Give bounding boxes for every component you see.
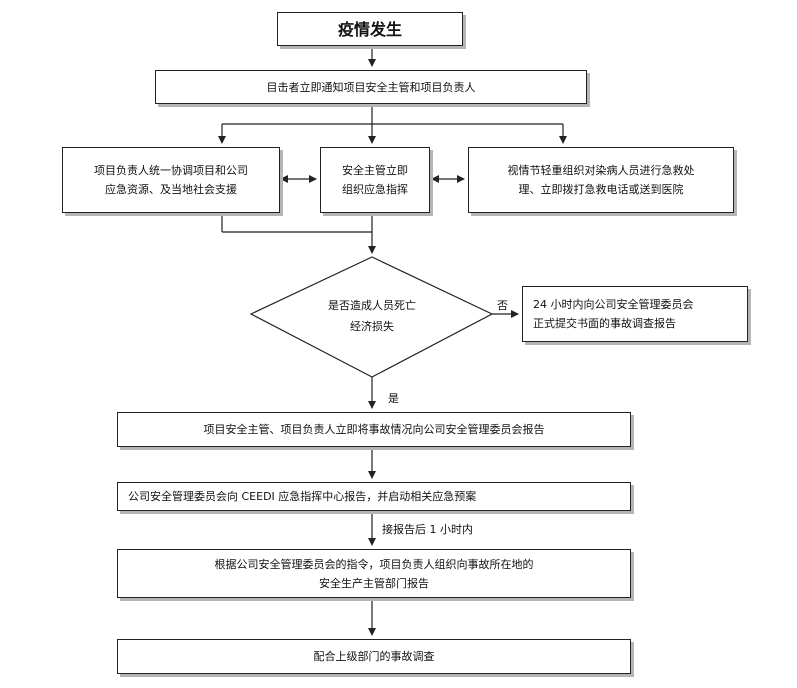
rescue-label: 视情节轻重组织对染病人员进行急救处 理、立即拨打急救电话或送到医院 <box>507 164 695 196</box>
time-label: 接报告后 1 小时内 <box>382 523 473 536</box>
cooperate-box: 配合上级部门的事故调查 <box>117 639 631 674</box>
no-branch-box: 24 小时内向公司安全管理委员会 正式提交书面的事故调查报告 <box>522 286 748 342</box>
decision-label: 是否造成人员死亡 经济损失 <box>328 299 416 333</box>
command-label: 安全主管立即 组织应急指挥 <box>342 164 408 196</box>
no-label: 否 <box>497 299 508 312</box>
report-local-label: 根据公司安全管理委员会的指令，项目负责人组织向事故所在地的 安全生产主管部门报告 <box>214 557 534 590</box>
report-ceedi-box: 公司安全管理委员会向 CEEDI 应急指挥中心报告，并启动相关应急预案 <box>117 482 631 511</box>
report-committee-label: 项目安全主管、项目负责人立即将事故情况向公司安全管理委员会报告 <box>203 423 545 436</box>
report-ceedi-label: 公司安全管理委员会向 CEEDI 应急指挥中心报告，并启动相关应急预案 <box>128 490 477 503</box>
command-box: 安全主管立即 组织应急指挥 <box>320 147 430 213</box>
cooperate-label: 配合上级部门的事故调查 <box>313 650 435 663</box>
start-label: 疫情发生 <box>337 19 402 39</box>
yes-label: 是 <box>388 392 399 405</box>
coordinate-label: 项目负责人统一协调项目和公司 应急资源、及当地社会支援 <box>94 164 248 196</box>
notify-box: 目击者立即通知项目安全主管和项目负责人 <box>155 70 587 104</box>
start-box: 疫情发生 <box>277 12 463 46</box>
coordinate-box: 项目负责人统一协调项目和公司 应急资源、及当地社会支援 <box>62 147 280 213</box>
report-local-box: 根据公司安全管理委员会的指令，项目负责人组织向事故所在地的 安全生产主管部门报告 <box>117 549 631 598</box>
no-branch-label: 24 小时内向公司安全管理委员会 正式提交书面的事故调查报告 <box>533 298 694 330</box>
rescue-box: 视情节轻重组织对染病人员进行急救处 理、立即拨打急救电话或送到医院 <box>468 147 734 213</box>
report-committee-box: 项目安全主管、项目负责人立即将事故情况向公司安全管理委员会报告 <box>117 412 631 447</box>
notify-label: 目击者立即通知项目安全主管和项目负责人 <box>266 80 476 94</box>
